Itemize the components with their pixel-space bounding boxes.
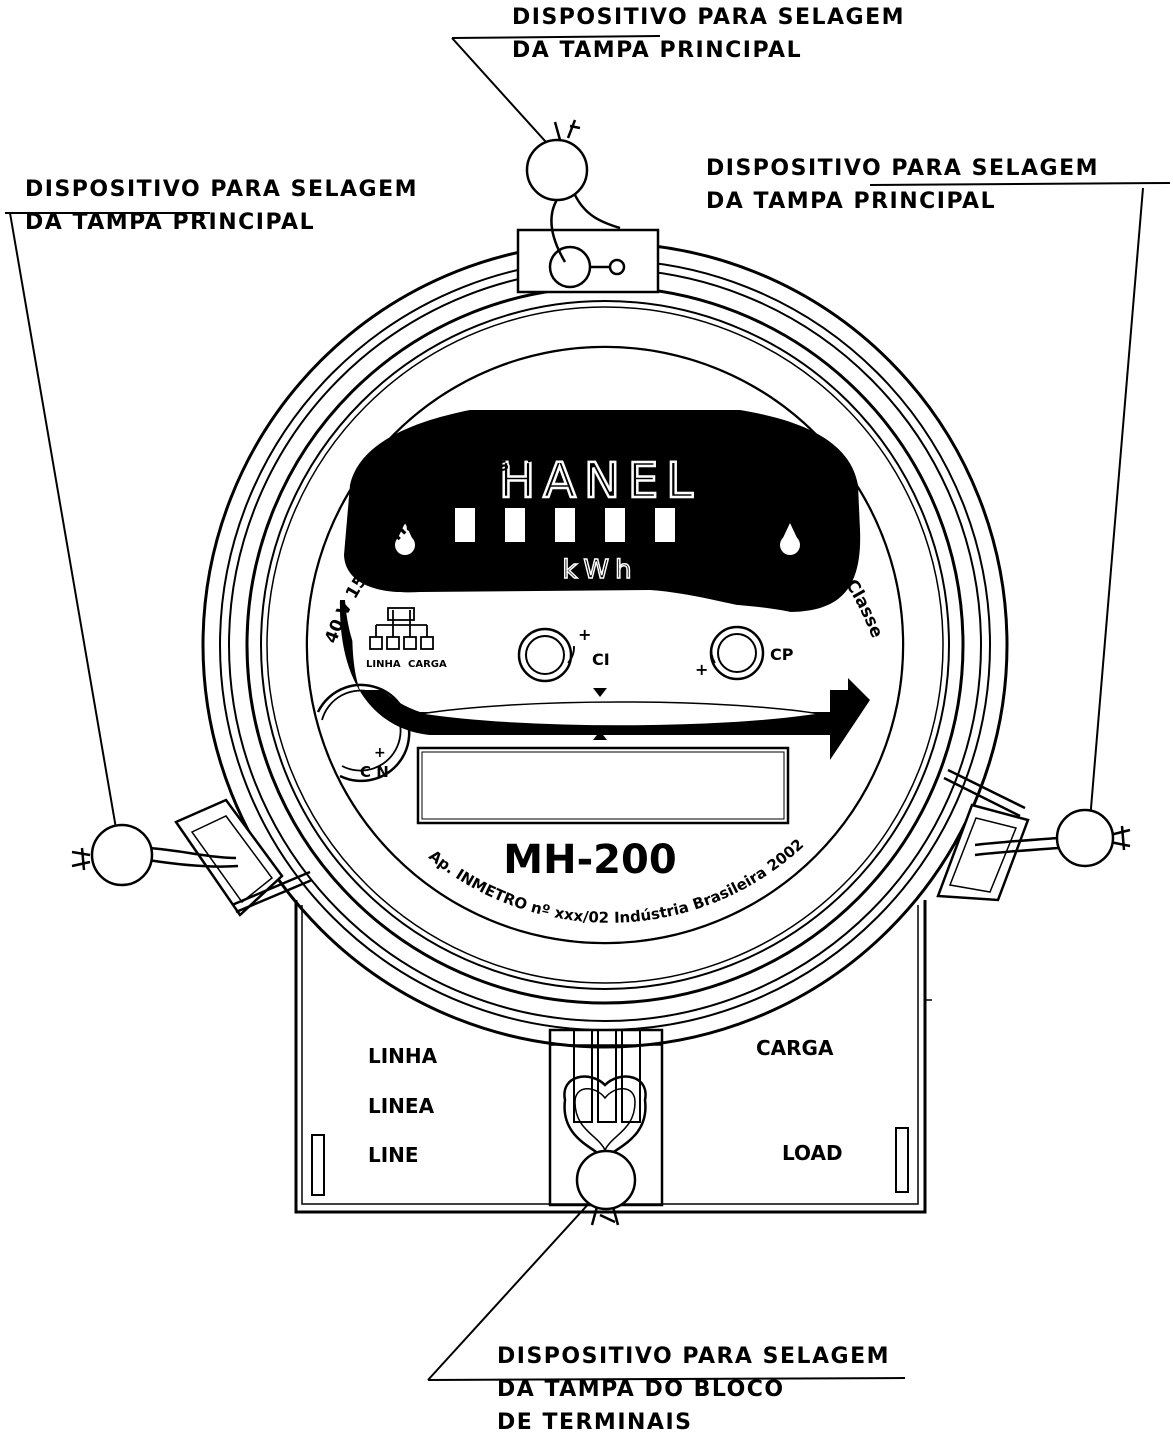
model-label: MH-200 <box>503 837 676 883</box>
brand-logo: HANEL <box>499 453 701 509</box>
right-seal-icon <box>974 808 1131 868</box>
unit-label: kWh <box>562 555 637 585</box>
keyhole-icon <box>780 523 800 555</box>
left-seal-icon <box>71 823 239 887</box>
callout-right-line1: DISPOSITIVO PARA SELAGEM <box>706 156 1099 181</box>
right-seal-tab <box>936 768 1030 902</box>
callout-right: DISPOSITIVO PARA SELAGEM DA TAMPA PRINCI… <box>706 152 1099 218</box>
cp-plus-sign: + <box>695 660 708 679</box>
terminal-label-carga: CARGA <box>756 1036 834 1060</box>
terminal-label-load: LOAD <box>782 1141 843 1165</box>
cn-label: C N <box>360 763 389 781</box>
callout-top-line1: DISPOSITIVO PARA SELAGEM <box>512 5 905 30</box>
register-digit-window <box>605 508 625 542</box>
callout-left: DISPOSITIVO PARA SELAGEM DA TAMPA PRINCI… <box>25 173 418 239</box>
bottom-seal-icon <box>575 1149 637 1226</box>
wiring-diagram-icon <box>369 607 434 650</box>
terminal-label-linha: LINHA <box>368 1044 438 1068</box>
callout-top-line2: DA TAMPA PRINCIPAL <box>512 38 803 63</box>
cp-knob <box>709 625 765 681</box>
ci-plus-sign: + <box>578 625 591 644</box>
wiring-carga-label: CARGA <box>408 659 447 670</box>
ci-knob <box>517 627 575 683</box>
cn-knob <box>316 683 411 783</box>
leader-lines <box>5 35 1171 1381</box>
terminal-cover <box>294 900 932 1214</box>
ci-label: CI <box>592 650 610 669</box>
register-digit-window <box>555 508 575 542</box>
callout-bottom-line3: DE TERMINAIS <box>497 1410 693 1435</box>
wiring-linha-label: LINHA <box>366 659 401 670</box>
cn-plus-sign: + <box>374 745 386 761</box>
register-digit-window <box>505 508 525 542</box>
callout-bottom-line2: DA TAMPA DO BLOCO <box>497 1377 785 1402</box>
callout-bottom: DISPOSITIVO PARA SELAGEM DA TAMPA DO BLO… <box>497 1340 890 1439</box>
terminal-label-linea: LINEA <box>368 1094 435 1118</box>
callout-top: DISPOSITIVO PARA SELAGEM DA TAMPA PRINCI… <box>512 1 905 67</box>
cp-label: CP <box>770 645 794 664</box>
callout-right-line2: DA TAMPA PRINCIPAL <box>706 189 997 214</box>
top-seal-icon <box>525 119 589 202</box>
callout-left-line1: DISPOSITIVO PARA SELAGEM <box>25 177 418 202</box>
register-windows <box>455 508 675 542</box>
register-digit-window <box>655 508 675 542</box>
keyhole-icon <box>395 523 415 555</box>
top-seal-tab <box>516 194 660 294</box>
callout-left-line2: DA TAMPA PRINCIPAL <box>25 210 316 235</box>
nameplate-window <box>416 746 790 825</box>
callout-bottom-line1: DISPOSITIVO PARA SELAGEM <box>497 1344 890 1369</box>
register-digit-window <box>455 508 475 542</box>
face-dark-region <box>344 410 861 612</box>
terminal-label-line: LINE <box>368 1143 419 1167</box>
